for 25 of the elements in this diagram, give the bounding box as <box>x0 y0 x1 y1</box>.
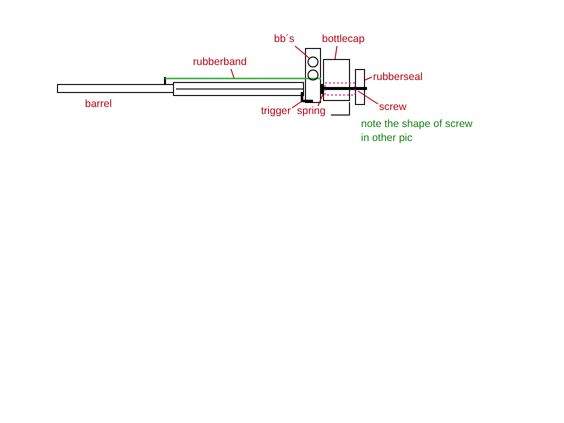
leader-line <box>294 46 310 58</box>
leader-line <box>364 76 372 80</box>
spring <box>321 84 324 94</box>
bb-ball <box>308 56 318 68</box>
bb-ball <box>308 70 318 80</box>
part-label: barrel <box>85 98 112 110</box>
part-label: bb´s <box>274 33 294 45</box>
leader-line <box>334 46 338 60</box>
bottlecap <box>323 59 350 101</box>
part-label: screw <box>379 101 406 113</box>
leader-line <box>230 68 234 78</box>
part-label: bottlecap <box>322 33 365 45</box>
leader-line <box>318 94 324 106</box>
dotted-tube <box>324 82 356 96</box>
part-label: trigger <box>261 105 291 117</box>
part-label: rubberband <box>193 56 247 68</box>
part-label: spring <box>297 105 326 117</box>
trigger <box>300 92 313 102</box>
leader-line <box>292 100 302 108</box>
rubberband-line <box>165 78 321 80</box>
rubberseal <box>355 69 365 105</box>
part-label: rubberseal <box>373 71 423 83</box>
leader-line <box>358 90 378 104</box>
screw <box>324 87 367 90</box>
note-text: note the shape of screw in other pic <box>361 117 474 145</box>
